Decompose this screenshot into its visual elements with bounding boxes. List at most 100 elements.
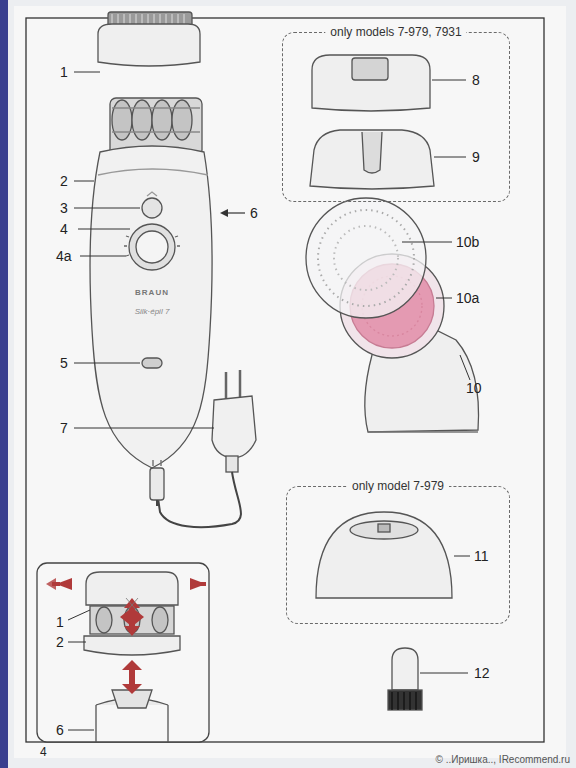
- epilator-body: [172, 100, 192, 140]
- inset-panel: [122, 660, 142, 670]
- cap-9: [362, 132, 382, 173]
- inset-panel: [126, 598, 138, 612]
- inset-panel: [96, 607, 112, 633]
- callout-number: 10b: [456, 235, 479, 249]
- epilator-body: [132, 100, 152, 140]
- callout-number: 1: [56, 615, 64, 629]
- epilator-body: [220, 209, 228, 217]
- callout-number: 12: [474, 666, 490, 680]
- epilator-body: [112, 108, 200, 132]
- epilator-body: [147, 192, 157, 196]
- leader-lines: [68, 730, 94, 731]
- cap-9: [310, 130, 434, 189]
- cap-1: [98, 24, 200, 66]
- callout-number: 9: [472, 150, 480, 164]
- inset-panel: [46, 578, 216, 694]
- massage-attachment-10: [318, 210, 414, 306]
- leader-lines: [402, 242, 452, 243]
- callout-number: 2: [56, 635, 64, 649]
- cap-9: [310, 130, 434, 189]
- leader-lines: [74, 208, 140, 209]
- inset-panel: [37, 563, 209, 742]
- power-adapter-7: [153, 460, 161, 466]
- callout-number: 8: [472, 73, 480, 87]
- inset-panel: [52, 582, 60, 586]
- inset-panel: [152, 607, 168, 633]
- epilator-body: [142, 358, 162, 368]
- callout-number: 3: [60, 201, 68, 215]
- callout-number: 2: [60, 174, 68, 188]
- brush-12: [392, 648, 418, 690]
- cap-8: [312, 55, 430, 111]
- massage-attachment-10: [334, 226, 398, 290]
- massage-attachment-10: [306, 198, 426, 318]
- power-adapter-7: [150, 468, 164, 500]
- callout-number: 10: [466, 381, 482, 395]
- epilator-body: [152, 100, 172, 140]
- leader-lines: [74, 72, 100, 73]
- brush-12: [388, 690, 422, 710]
- watermark: © ..Иришка.., IRecommend.ru: [436, 755, 570, 765]
- inset-panel: [190, 578, 206, 590]
- inset-panel: [129, 669, 135, 685]
- inset-panel: [134, 609, 144, 625]
- callout-number: 4: [60, 222, 68, 236]
- brush-12: [392, 692, 416, 710]
- inset-panel: [37, 563, 216, 742]
- callout-number: 4a: [56, 249, 72, 263]
- epilator-body: [136, 231, 168, 263]
- cap-8: [312, 55, 430, 111]
- leader-lines: [68, 610, 90, 620]
- epilator-body: [90, 146, 212, 468]
- charging-stand-11: [316, 512, 452, 598]
- power-adapter-7: [158, 472, 241, 527]
- massage-attachment-10: [306, 198, 479, 432]
- power-adapter-7: [212, 396, 256, 458]
- group-heading: only model 7-979: [347, 479, 449, 493]
- leader-lines: [68, 72, 470, 730]
- power-adapter-7: [226, 456, 238, 472]
- charging-stand-11: [378, 524, 390, 532]
- page: [14, 6, 566, 758]
- inset-panel: [198, 582, 206, 586]
- leader-lines: [68, 642, 86, 643]
- leader-lines: [434, 157, 466, 158]
- dashed-group-box: only models 7-979, 7931: [282, 32, 510, 202]
- cap-8: [352, 58, 388, 80]
- callout-number: 1: [60, 65, 68, 79]
- cap-1: [98, 12, 200, 66]
- inset-panel: [206, 578, 216, 590]
- leader-lines: [80, 256, 126, 257]
- massage-attachment-10: [368, 431, 478, 432]
- photo-edge: [0, 0, 8, 768]
- callout-number: 10a: [456, 291, 479, 305]
- leader-lines: [460, 355, 470, 380]
- leader-lines: [454, 556, 470, 557]
- callout-number: 7: [60, 421, 68, 435]
- page-number: 4: [40, 746, 47, 758]
- callout-number: 11: [474, 549, 489, 563]
- epilator-body: [142, 198, 162, 218]
- brush-12: [388, 648, 422, 710]
- leader-lines: [420, 673, 468, 674]
- power-adapter-7: [156, 500, 158, 506]
- callout-number: 6: [56, 723, 64, 737]
- epilator-body: [124, 236, 180, 256]
- inset-panel: [124, 626, 140, 636]
- epilator-body: [98, 169, 208, 175]
- leader-lines: [74, 181, 94, 182]
- page-border: [26, 18, 544, 742]
- brand-mark: BRAUN: [135, 289, 169, 297]
- callout-number: 6: [250, 206, 258, 220]
- power-adapter-7: [150, 370, 256, 527]
- inset-panel: [124, 598, 140, 608]
- charging-stand-11: [316, 512, 452, 598]
- power-adapter-7: [226, 370, 240, 400]
- epilator-body: [129, 224, 175, 270]
- inset-panel: [122, 684, 142, 694]
- group-heading: only models 7-979, 7931: [325, 25, 466, 39]
- leader-lines: [74, 363, 140, 364]
- inset-panel: [120, 609, 130, 625]
